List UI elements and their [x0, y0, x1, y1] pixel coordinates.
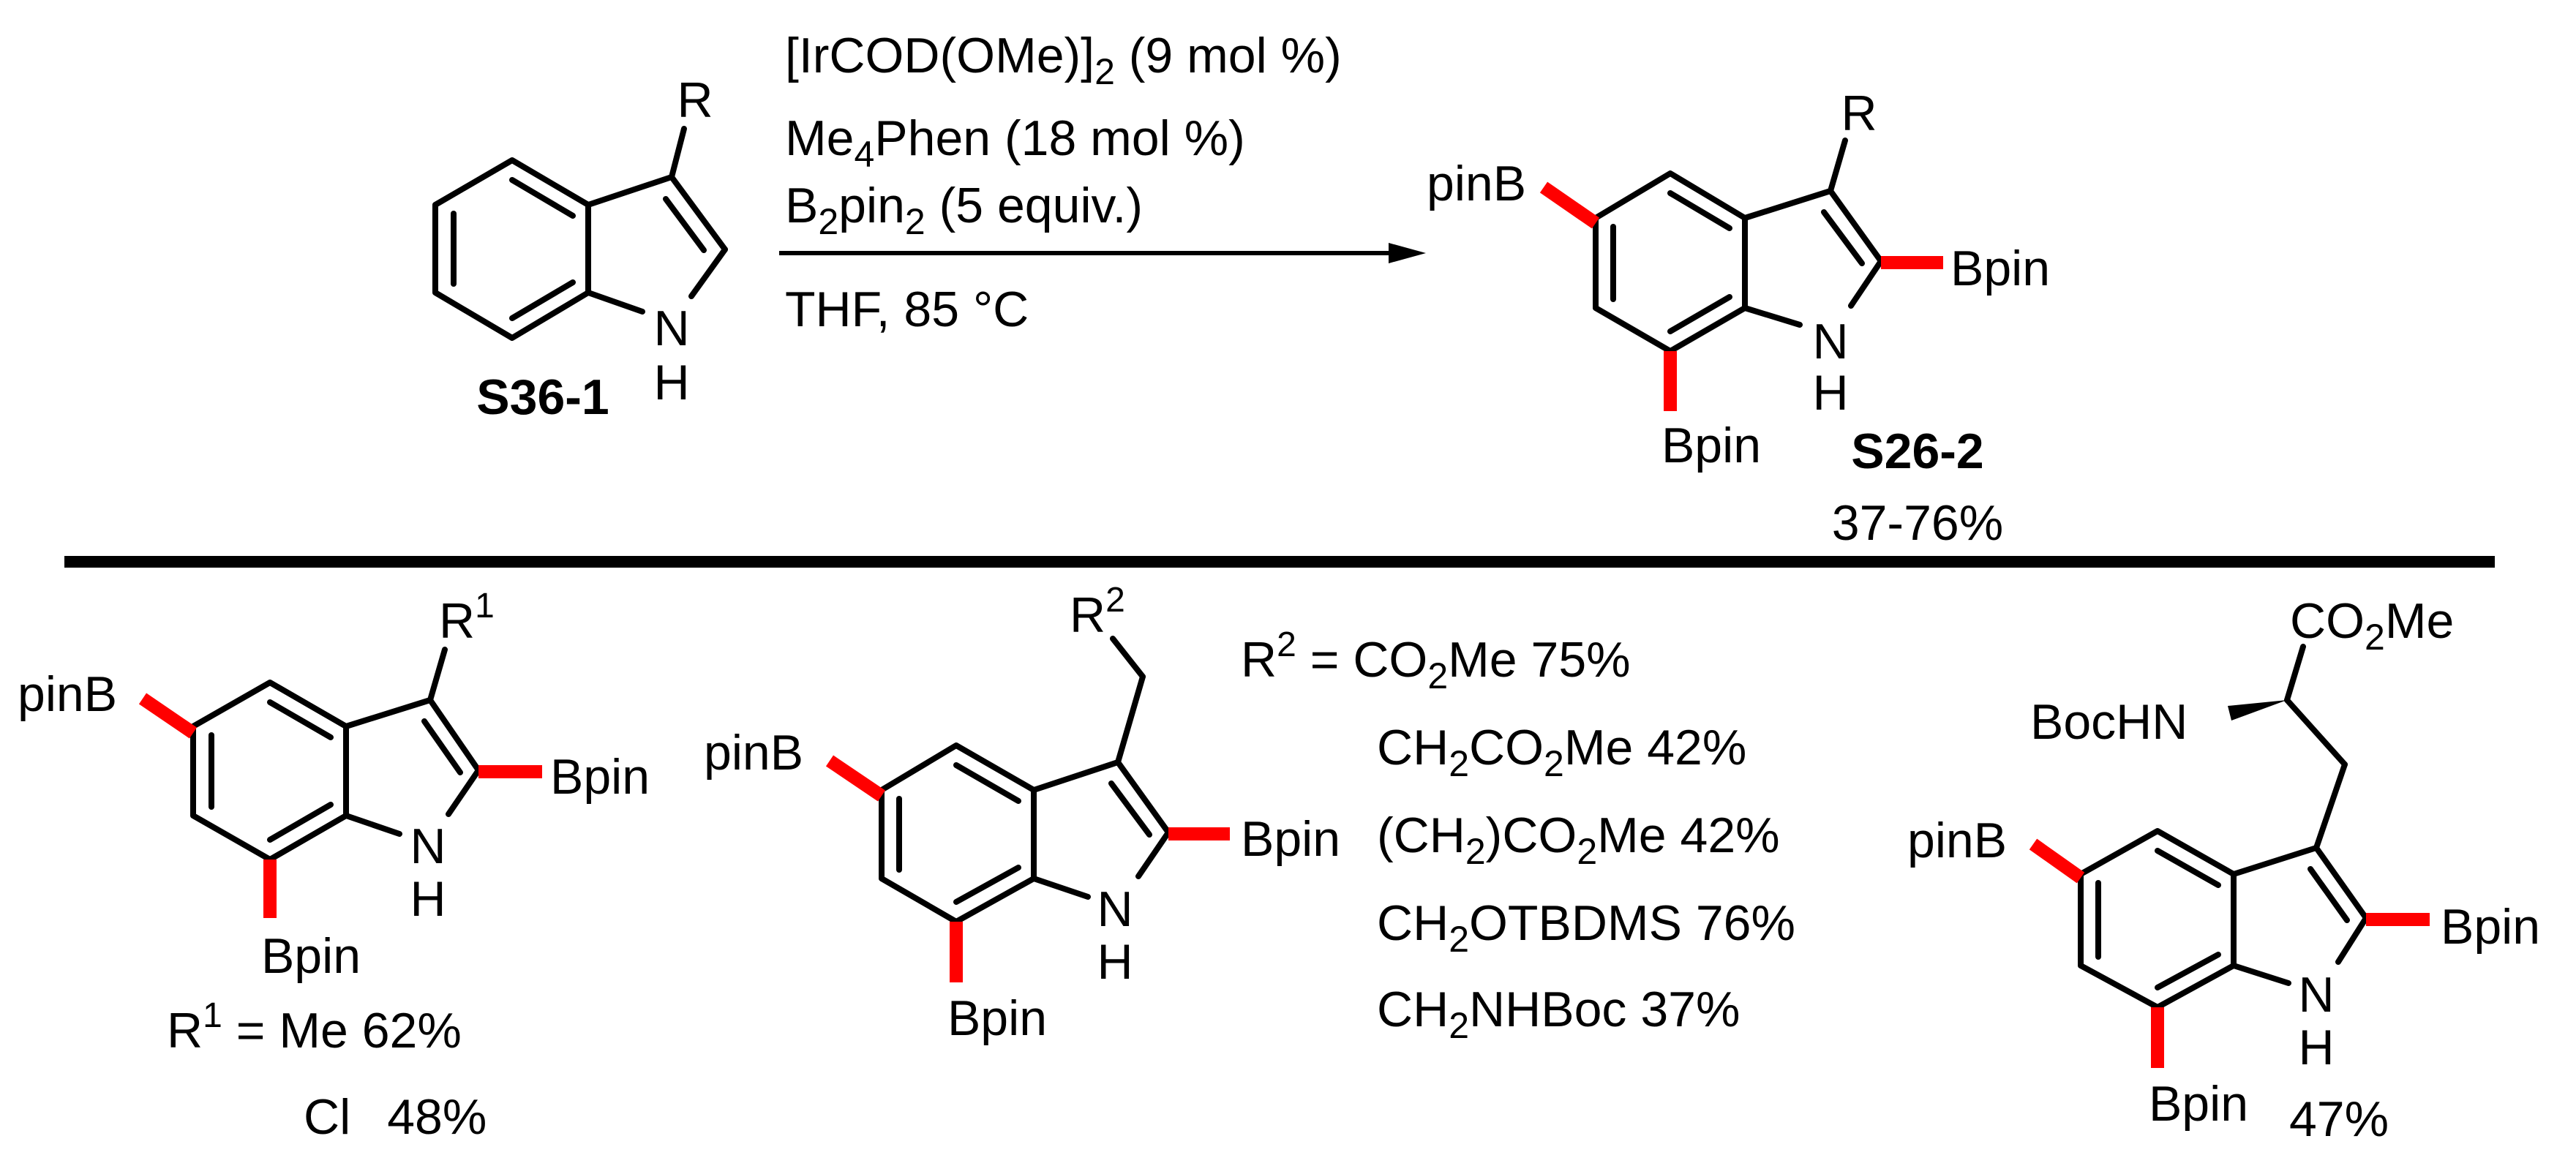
- example-r2-compound: R2 pinB Bpin N H Bpin R2 = CO2Me 75% CH2…: [704, 581, 1795, 1046]
- bochn-label: BocHN: [2030, 694, 2188, 750]
- nh-hydrogen-label: H: [653, 355, 689, 410]
- r1-bpin-c2-label: Bpin: [550, 749, 650, 805]
- solvent-temperature-text: THF, 85 °C: [785, 282, 1029, 337]
- ligand-text: Me4Phen (18 mol %): [785, 110, 1245, 175]
- substituent-r-label: R: [677, 72, 713, 128]
- reaction-arrow-head: [1389, 243, 1426, 263]
- trp-bpin-c7-label: Bpin: [2149, 1076, 2248, 1132]
- example-tryptophan-compound: CO2Me BocHN pinB Bpin N H Bpin 47%: [1907, 593, 2540, 1147]
- r2-nitrogen-label: N: [1097, 881, 1133, 937]
- r2-bpin-c7-label: Bpin: [947, 990, 1047, 1046]
- new-cb-bond-c5: [1539, 181, 1600, 229]
- nitrogen-label: N: [653, 301, 689, 356]
- product-nh-hydrogen-label: H: [1812, 365, 1848, 421]
- trp-yield: 47%: [2289, 1091, 2389, 1147]
- reaction-conditions: [IrCOD(OMe)]2 (9 mol %) Me4Phen (18 mol …: [779, 28, 1426, 337]
- trp-bpin-c2-label: Bpin: [2441, 899, 2540, 955]
- product-indole: R pinB Bpin N H Bpin S26-2 37-76%: [1427, 86, 2050, 551]
- r2-pinb-label: pinB: [704, 725, 803, 781]
- product-substituent-r: R: [1841, 86, 1877, 141]
- r2-bpin-c2-label: Bpin: [1241, 811, 1340, 867]
- product-nitrogen-label: N: [1812, 314, 1848, 369]
- trp-nitrogen-label: N: [2298, 967, 2334, 1023]
- r1-substituent-label: R1: [439, 587, 495, 649]
- catalyst-text: [IrCOD(OMe)]2 (9 mol %): [785, 28, 1342, 92]
- r2-nh-hydrogen-label: H: [1097, 934, 1133, 990]
- product-label: S26-2: [1851, 424, 1983, 479]
- r2-entry-ch2nhboc: CH2NHBoc 37%: [1377, 982, 1740, 1046]
- starting-material-label: S36-1: [476, 369, 609, 425]
- product-bpin-c7-label: Bpin: [1661, 418, 1761, 473]
- trp-pinb-label: pinB: [1907, 813, 2007, 868]
- r2-entry-co2me: R2 = CO2Me 75%: [1241, 625, 1631, 696]
- r2-entry-ch2-paren-co2me: (CH2)CO2Me 42%: [1377, 808, 1780, 872]
- product-bpin-c2-label: Bpin: [1950, 241, 2050, 296]
- r1-entry-me: R1 = Me 62%: [167, 996, 462, 1058]
- r2-entry-ch2otbdms: CH2OTBDMS 76%: [1377, 895, 1795, 960]
- r2-substituent-label: R2: [1070, 581, 1125, 643]
- product-yield-range: 37-76%: [1832, 495, 2003, 551]
- r1-pinb-label: pinB: [18, 666, 117, 722]
- r1-nh-hydrogen-label: H: [410, 871, 446, 927]
- ester-label: CO2Me: [2290, 593, 2454, 658]
- r1-nitrogen-label: N: [410, 819, 446, 874]
- r1-bpin-c7-label: Bpin: [261, 928, 361, 984]
- r2-entry-ch2co2me: CH2CO2Me 42%: [1377, 720, 1746, 784]
- stereo-wedge-bond: [2228, 700, 2287, 721]
- trp-nh-hydrogen-label: H: [2298, 1020, 2334, 1075]
- starting-material-indole: R N H S36-1: [432, 72, 728, 425]
- product-pinb-label: pinB: [1427, 156, 1526, 211]
- boron-reagent-text: B2pin2 (5 equiv.): [785, 178, 1143, 242]
